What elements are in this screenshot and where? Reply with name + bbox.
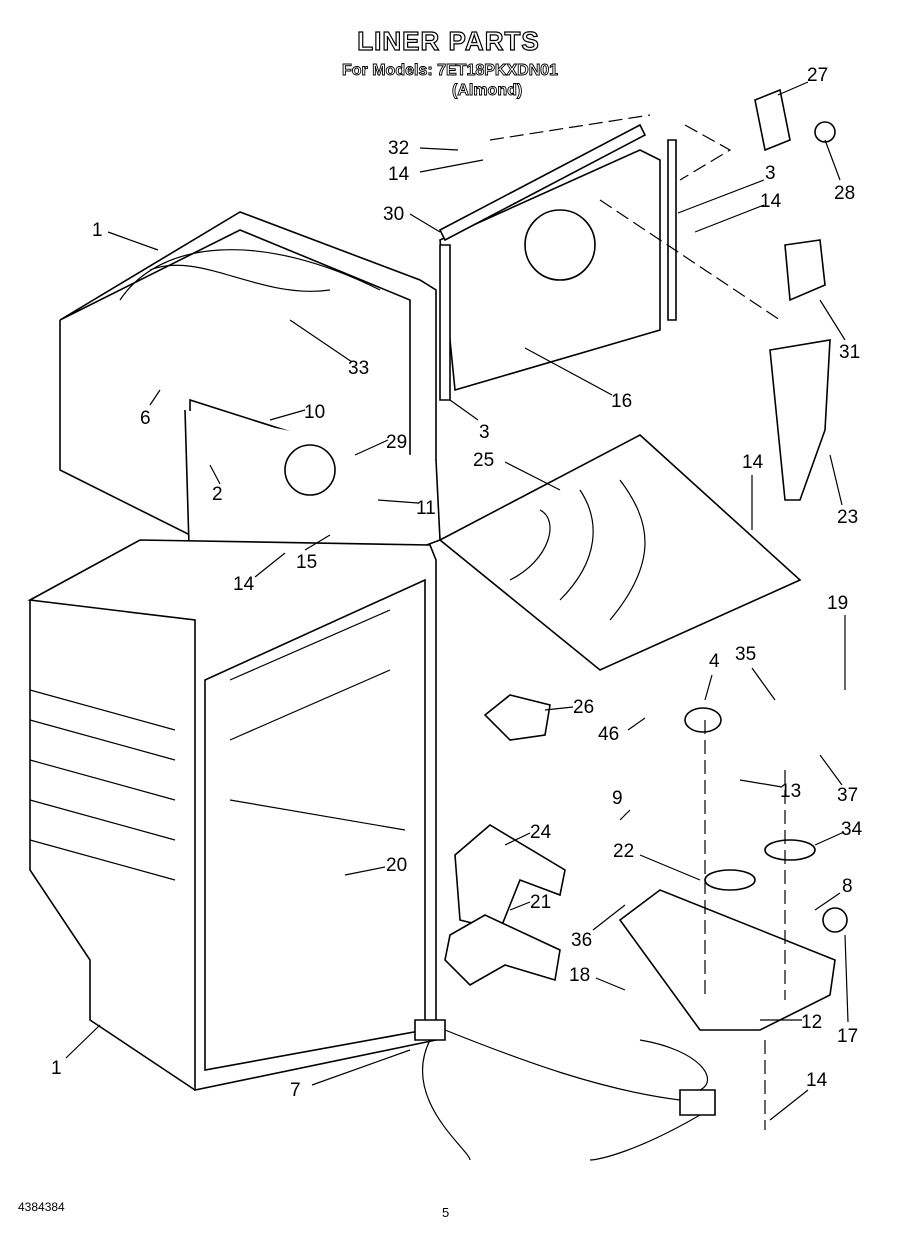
callout: 29 — [386, 432, 407, 453]
callout: 2 — [212, 484, 223, 505]
callout: 32 — [388, 138, 409, 159]
callout: 14 — [233, 574, 255, 595]
callout: 28 — [834, 183, 855, 204]
page-number: 5 — [442, 1205, 450, 1220]
callout: 33 — [348, 358, 369, 379]
callout: 11 — [416, 498, 436, 519]
callout: 15 — [296, 552, 317, 573]
callout: 17 — [837, 1026, 858, 1047]
callout: 30 — [383, 204, 404, 225]
crisper-cover — [438, 434, 802, 671]
callout: 1 — [51, 1058, 62, 1079]
callout: 19 — [827, 593, 848, 614]
callout: 14 — [806, 1070, 828, 1091]
callout: 24 — [530, 822, 552, 843]
callout-labels: 1 33 6 10 29 2 11 15 14 32 14 30 3 14 27… — [51, 65, 863, 1101]
callout: 23 — [837, 507, 858, 528]
liner-body — [27, 539, 437, 1091]
callout: 12 — [801, 1012, 822, 1033]
callout: 16 — [611, 391, 632, 412]
dashed-guides — [489, 114, 786, 1130]
callout: 9 — [612, 788, 623, 809]
callout: 14 — [742, 452, 764, 473]
callout: 10 — [304, 402, 325, 423]
page-title: LINER PARTS — [357, 25, 540, 56]
callout: 1 — [92, 220, 103, 241]
model-color: (Almond) — [452, 82, 523, 100]
callout: 35 — [735, 644, 756, 665]
callout: 21 — [530, 892, 551, 913]
callout: 8 — [842, 876, 853, 897]
small-parts — [414, 88, 848, 1161]
callout: 27 — [807, 65, 828, 86]
callout: 4 — [709, 651, 720, 672]
callout: 34 — [841, 819, 863, 840]
document-number: 4384384 — [18, 1200, 65, 1214]
callout: 25 — [473, 450, 494, 471]
callout: 14 — [760, 191, 782, 212]
callout: 26 — [573, 697, 594, 718]
callout: 7 — [290, 1080, 301, 1101]
callout: 18 — [569, 965, 590, 986]
callout: 36 — [571, 930, 592, 951]
callout: 37 — [837, 785, 858, 806]
evaporator-cover — [438, 123, 677, 401]
callout: 20 — [386, 855, 407, 876]
callout: 22 — [613, 841, 634, 862]
callout: 3 — [765, 163, 776, 184]
callout: 3 — [479, 422, 490, 443]
callout: 14 — [388, 164, 410, 185]
callout: 6 — [140, 408, 151, 429]
callout: 13 — [780, 781, 801, 802]
callout: 46 — [598, 724, 619, 745]
callout-leaders — [65, 81, 849, 1121]
callout: 31 — [839, 342, 860, 363]
model-number: For Models: 7ET18PKXDN01 — [342, 62, 559, 80]
